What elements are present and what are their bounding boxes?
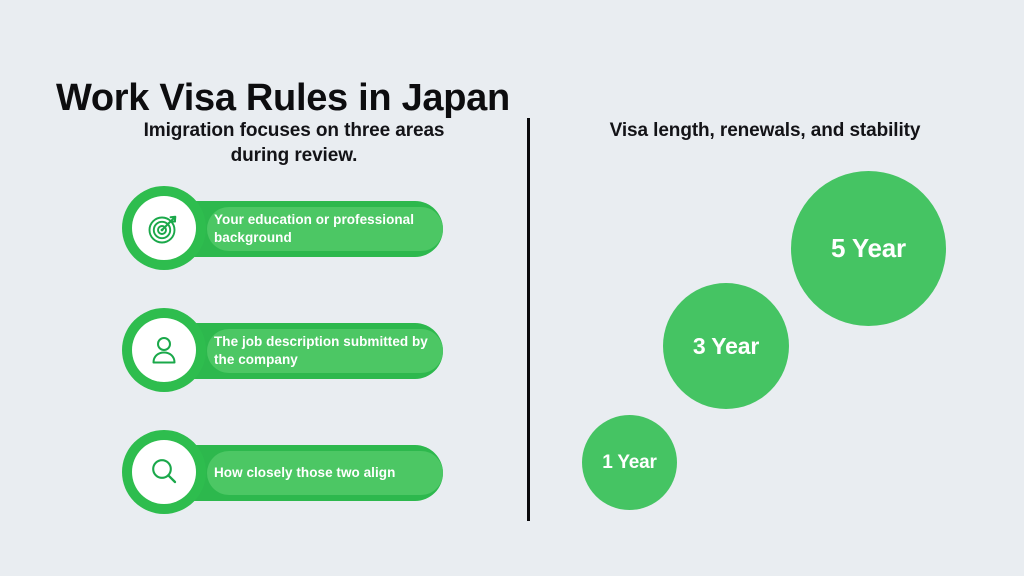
list-item-label: The job description submitted by the com… (214, 334, 428, 367)
list-item[interactable]: The job description submitted by the com… (118, 308, 458, 394)
bubble-1-year[interactable]: 1 Year (582, 415, 677, 510)
left-column-heading: Imigration focuses on three areas during… (143, 120, 445, 167)
icon-badge (122, 430, 206, 514)
list-item-label: Your education or professional backgroun… (214, 212, 415, 245)
pill-overlay (207, 451, 443, 495)
icon-badge (122, 308, 206, 392)
right-column: Visa length, renewals, and stability (590, 118, 940, 143)
right-column-heading: Visa length, renewals, and stability (609, 120, 921, 141)
person-icon (132, 318, 196, 382)
left-column: Imigration focuses on three areas during… (118, 118, 470, 169)
icon-badge (122, 186, 206, 270)
list-item[interactable]: How closely those two align (118, 430, 458, 516)
column-divider (527, 118, 530, 521)
magnifier-icon (132, 440, 196, 504)
pill-overlay (207, 329, 443, 373)
target-icon (132, 196, 196, 260)
page-title: Work Visa Rules in Japan (56, 77, 510, 120)
bubble-3-year[interactable]: 3 Year (663, 283, 789, 409)
pill-overlay (207, 207, 443, 251)
list-item[interactable]: Your education or professional backgroun… (118, 186, 458, 272)
criteria-list: Your education or professional backgroun… (118, 186, 458, 516)
bubble-5-year[interactable]: 5 Year (791, 171, 946, 326)
list-item-label: How closely those two align (214, 465, 396, 481)
